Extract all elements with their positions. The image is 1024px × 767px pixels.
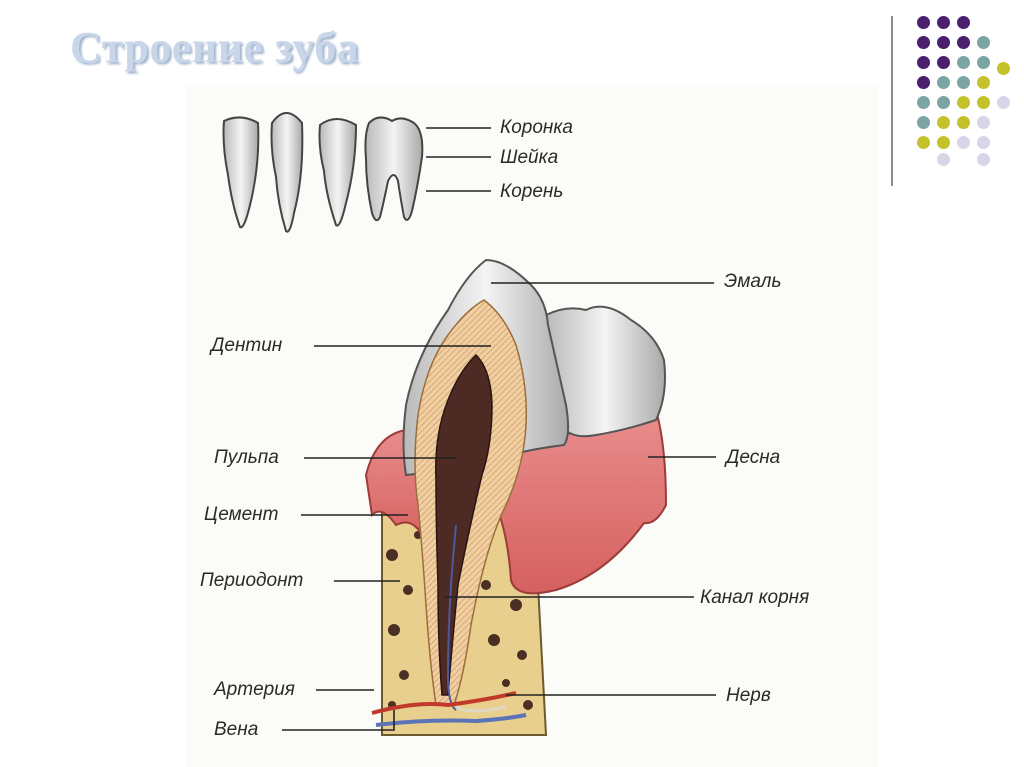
molar-tooth <box>364 116 424 222</box>
decor-dot <box>977 153 990 166</box>
decor-dot <box>917 76 930 89</box>
label-periodont: Периодонт <box>200 570 303 591</box>
artery-line <box>371 691 517 715</box>
vein-line <box>375 713 527 727</box>
decor-dot <box>997 62 1010 75</box>
label-dentin: Дентин <box>209 335 283 356</box>
decor-dot <box>937 76 950 89</box>
nerve-line <box>455 705 507 713</box>
label-pulp: Пульпа <box>214 447 279 468</box>
decor-dot <box>977 136 990 149</box>
decor-dot <box>917 16 930 29</box>
divider-line <box>891 16 893 186</box>
decor-dot <box>937 36 950 49</box>
decor-dot <box>977 116 990 129</box>
decor-dot <box>977 56 990 69</box>
label-enamel: Эмаль <box>724 271 781 292</box>
decor-dot <box>957 56 970 69</box>
decor-dot <box>977 36 990 49</box>
decor-dot <box>957 76 970 89</box>
label-root-canal: Канал корня <box>700 587 809 608</box>
label-neck: Шейка <box>500 147 558 168</box>
decorative-dots <box>905 10 1020 166</box>
tooth-diagram-figure: Коронка Шейка Корень <box>186 85 879 767</box>
tooth-diagram: Коронка Шейка Корень <box>200 112 809 740</box>
decor-dot <box>917 36 930 49</box>
decor-dot <box>977 76 990 89</box>
decor-dot <box>917 116 930 129</box>
decor-dot <box>937 136 950 149</box>
decor-dot <box>917 56 930 69</box>
root-canal-vessels <box>446 524 457 711</box>
decor-dot <box>917 96 930 109</box>
decor-dot <box>957 96 970 109</box>
decor-dot <box>937 96 950 109</box>
decor-dot <box>957 16 970 29</box>
decor-dot <box>917 136 930 149</box>
decor-dot <box>937 16 950 29</box>
small-teeth-group <box>222 112 424 233</box>
premolar-tooth <box>318 118 358 227</box>
canine-tooth <box>270 112 304 233</box>
decor-dot <box>937 153 950 166</box>
leader-vein <box>282 710 395 731</box>
decor-dot <box>957 116 970 129</box>
label-nerve: Нерв <box>726 685 771 706</box>
decor-dot <box>957 136 970 149</box>
neighbour-tooth <box>544 305 666 438</box>
incisor-tooth <box>222 116 260 229</box>
label-vein: Вена <box>214 719 258 740</box>
slide-title: Строение зуба <box>70 23 360 72</box>
label-artery: Артерия <box>213 679 295 700</box>
label-cement: Цемент <box>204 504 278 525</box>
label-gum: Десна <box>724 447 780 468</box>
label-root: Корень <box>500 181 563 202</box>
decor-dot <box>997 96 1010 109</box>
decor-dot <box>937 56 950 69</box>
decor-dot <box>937 116 950 129</box>
decor-dot <box>977 96 990 109</box>
label-crown: Коронка <box>500 117 573 138</box>
decor-dot <box>957 36 970 49</box>
tooth-cross-section <box>364 258 668 736</box>
